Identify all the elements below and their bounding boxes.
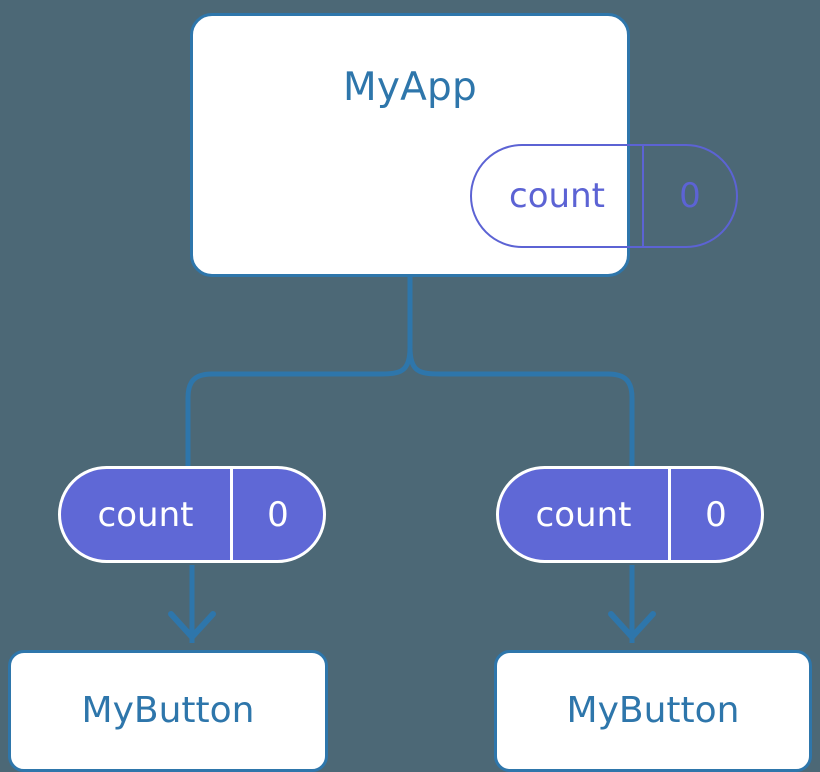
- connector-branch-right: [407, 345, 635, 469]
- arrow-head-left: [168, 611, 216, 640]
- connector-branch-left: [185, 345, 413, 469]
- state-pill-value: 0: [679, 176, 701, 216]
- prop-pill-key: count: [499, 469, 671, 560]
- prop-pill-value: 0: [267, 494, 289, 535]
- state-pill-myapp[interactable]: count 0: [470, 144, 738, 248]
- prop-pill-value: 0: [705, 494, 727, 535]
- component-label-mybutton-right: MyButton: [566, 690, 740, 731]
- state-pill-key: count: [472, 146, 644, 246]
- arrow-head-right: [608, 611, 656, 640]
- component-label-mybutton-left: MyButton: [81, 690, 255, 731]
- prop-pill-left[interactable]: count 0: [58, 466, 326, 563]
- component-box-mybutton-left[interactable]: MyButton: [8, 650, 328, 772]
- prop-pill-key: count: [61, 469, 233, 560]
- component-box-myapp[interactable]: MyApp count 0: [190, 13, 738, 277]
- prop-pill-right[interactable]: count 0: [496, 466, 764, 563]
- component-box-mybutton-right[interactable]: MyButton: [494, 650, 812, 772]
- component-label-myapp: MyApp: [343, 65, 477, 110]
